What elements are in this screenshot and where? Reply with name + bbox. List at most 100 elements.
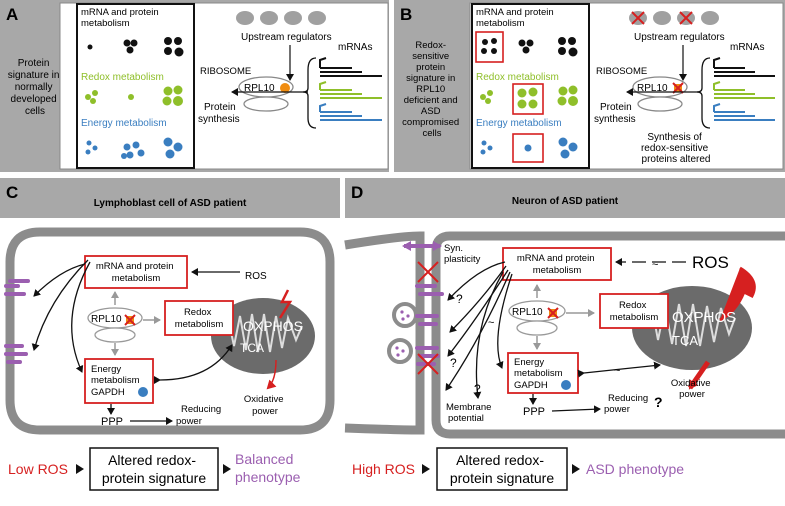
- panel-d: D Neuron of ASD patient Syn. plasticity: [344, 178, 785, 506]
- question-mark: ?: [654, 394, 663, 410]
- panel-a: A Protein signature in normally develope…: [0, 0, 389, 172]
- tilde-mark: ~: [614, 365, 620, 377]
- rpl10-icon: [280, 83, 290, 93]
- mrna-brace: [696, 57, 711, 129]
- redox-label: Redox metabolism: [81, 72, 164, 83]
- panel-a-letter: A: [6, 5, 18, 24]
- balanced-phenotype-label: Balanced phenotype: [235, 451, 301, 485]
- rpl10-mutation-icon: [547, 307, 559, 319]
- redox-box-label: Redox metabolism: [175, 307, 224, 330]
- mrnas-label: mRNAs: [338, 42, 372, 53]
- triangle-icon: [223, 464, 231, 474]
- protein-synthesis-label: Protein synthesis: [198, 102, 240, 125]
- energy-box-label: Energy metabolism GAPDH: [91, 364, 142, 398]
- metabolism-box: [471, 3, 590, 169]
- signature-box-label: Altered redox- protein signature: [102, 452, 207, 486]
- redox-label: Redox metabolism: [476, 72, 559, 83]
- triangle-icon: [572, 464, 580, 474]
- tca-label: TCA: [672, 333, 698, 348]
- energy-box-label: Energy metabolism GAPDH: [514, 357, 565, 391]
- cross-mark-icon: [417, 261, 439, 283]
- cross-mark-icon: [417, 353, 439, 375]
- mrna-lines-green: [319, 81, 382, 99]
- cross-mark-icon: [679, 11, 693, 25]
- panel-c-letter: C: [6, 183, 18, 202]
- panel-b: B Redox- sensitive protein signature in …: [394, 0, 785, 172]
- upstream-label: Upstream regulators: [634, 32, 725, 43]
- box-title: mRNA and protein metabolism: [81, 7, 161, 29]
- signature-box: [436, 447, 568, 491]
- ppp-label: PPP: [101, 416, 123, 428]
- reducing-power-label: Reducing power: [604, 393, 651, 415]
- box-title: mRNA and protein metabolism: [476, 7, 556, 29]
- mrna-lines-blue: [319, 103, 382, 121]
- tca-label: TCA: [240, 341, 264, 355]
- postsynaptic-membrane: [431, 231, 785, 439]
- lightning-icon: [278, 289, 293, 319]
- energy-label: Energy metabolism: [81, 118, 167, 129]
- panel-d-letter: D: [351, 183, 363, 202]
- redox-dots: [85, 85, 183, 106]
- signature-box-label: Altered redox- protein signature: [450, 452, 555, 486]
- ros-label: ROS: [245, 271, 267, 282]
- mrna-protein-dots: [481, 37, 578, 57]
- oxphos-label: OXPHOS: [243, 318, 303, 334]
- upstream-regulators: [629, 11, 719, 25]
- mrna-brace: [302, 57, 317, 129]
- energy-label: Energy metabolism: [476, 118, 562, 129]
- question-mark: ?: [450, 356, 457, 370]
- energy-dots: [480, 137, 578, 159]
- panel-b-side-label: Redox- sensitive protein signature in RP…: [402, 40, 462, 139]
- altered-highlight: [512, 133, 544, 163]
- membrane-potential-label: Membrane potential: [446, 402, 494, 424]
- redox-box: [599, 293, 669, 329]
- gapdh-icon: [138, 387, 148, 397]
- syn-plasticity-label: Syn. plasticity: [444, 243, 481, 265]
- panel-d-title: Neuron of ASD patient: [512, 196, 619, 207]
- receptor-icon: [4, 279, 30, 364]
- protein-synthesis-label: Protein synthesis: [594, 102, 636, 125]
- rpl10-label: RPL10: [244, 83, 275, 94]
- mrna-protein-box-label: mRNA and protein metabolism: [517, 253, 597, 276]
- gapdh-icon: [561, 380, 571, 390]
- signature-box: [89, 447, 219, 491]
- receptor-icon: [415, 284, 444, 366]
- mrna-lines-black: [319, 57, 382, 77]
- triangle-icon: [76, 464, 84, 474]
- triangle-icon: [422, 464, 430, 474]
- low-ros-label: Low ROS: [8, 461, 68, 477]
- redox-box: [164, 300, 234, 336]
- upstream-label: Upstream regulators: [241, 32, 332, 43]
- ribosome-small-subunit: [637, 96, 683, 112]
- mrna-protein-box-label: mRNA and protein metabolism: [96, 261, 176, 284]
- panel-b-letter: B: [400, 5, 412, 24]
- question-mark: ?: [474, 382, 481, 396]
- mrna-lines-black: [713, 57, 775, 77]
- tilde-mark: ~: [488, 317, 494, 329]
- mrna-protein-dots: [87, 37, 184, 57]
- oxidative-power-label: Oxidative power: [671, 378, 713, 400]
- reducing-power-label: Reducing power: [176, 404, 224, 427]
- mrna-lines-blue: [713, 103, 775, 121]
- rpl10-label: RPL10: [637, 83, 668, 94]
- mrna-lines-green: [713, 81, 775, 99]
- altered-synthesis-note: Synthesis of redox-sensitive proteins al…: [641, 132, 711, 165]
- oxidative-arrow: [687, 360, 711, 390]
- mitochondrion-icon: [211, 298, 315, 374]
- ribosome-small-subunit: [243, 96, 289, 112]
- mrna-protein-box: [502, 247, 612, 281]
- oxidative-power-label: Oxidative power: [244, 394, 286, 417]
- cross-mark-icon: [631, 11, 645, 25]
- redox-dots: [480, 85, 578, 109]
- panel-c: C Lymphoblast cell of ASD patient OXPHOS…: [0, 178, 340, 506]
- ribosome-small-subunit: [516, 320, 558, 336]
- altered-highlight: [512, 83, 544, 115]
- panel-c-title: Lymphoblast cell of ASD patient: [94, 198, 247, 209]
- rpl10-label: RPL10: [512, 307, 543, 318]
- ribosome-small-subunit: [94, 327, 136, 343]
- high-ros-label: High ROS: [352, 461, 415, 477]
- altered-highlight: [475, 31, 504, 63]
- ribosome-label: RIBOSOME: [200, 66, 251, 77]
- ros-label: ROS: [692, 253, 729, 272]
